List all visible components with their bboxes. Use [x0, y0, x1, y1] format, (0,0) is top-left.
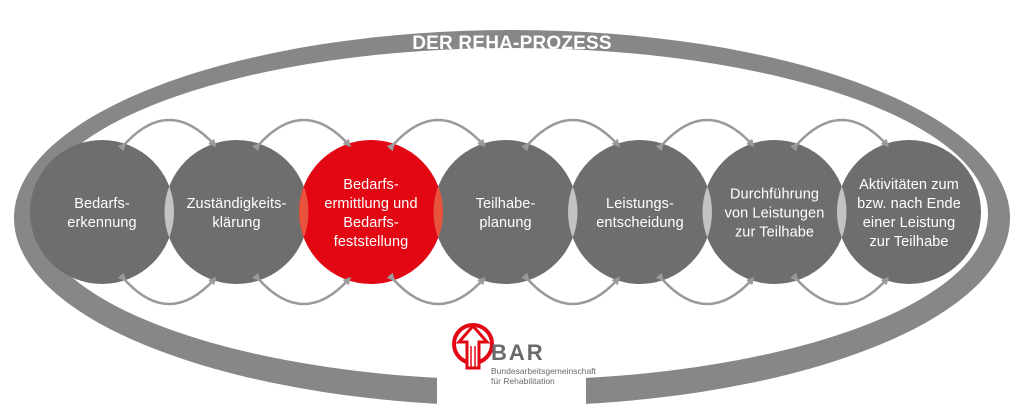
step-label-line: Durchführung: [729, 186, 820, 203]
step-label-line: einer Leistung: [862, 215, 956, 231]
step-arrows: [117, 118, 890, 306]
step-label-5: Leistungs-entscheidung: [570, 195, 710, 233]
step-label-line: Bedarfs-: [343, 215, 399, 231]
step-label-line: von Leistungen: [724, 205, 825, 222]
step-circles: [30, 140, 981, 284]
bar-logo: BAR Bundesarbeitsgemeinschaft für Rehabi…: [447, 318, 597, 398]
step-label-4: Teilhabe-planung: [436, 195, 576, 233]
step-circle-2: [164, 140, 309, 284]
bottom-arrow-icon: [252, 272, 352, 306]
bottom-arrow-icon: [655, 272, 755, 306]
step-circle-3: [299, 140, 443, 284]
logo-line-2: für Rehabilitation: [491, 376, 555, 386]
step-label-line: entscheidung: [596, 215, 684, 231]
step-label-line: zur Teilhabe: [734, 224, 815, 241]
bottom-arrow-icon: [521, 272, 621, 306]
step-label-line: Leistungs-: [606, 196, 674, 212]
step-circle-1: [30, 140, 174, 284]
step-label-line: erkennung: [67, 215, 137, 231]
overlap-lens-5: [702, 186, 713, 238]
overlap-lens-2: [299, 186, 309, 238]
step-label-line: Zuständigkeits-: [186, 196, 287, 212]
overlap-lens-6: [837, 186, 847, 238]
step-label-line: Teilhabe-: [475, 196, 536, 212]
step-label-6: Durchführung von Leistungen zur Teilhabe: [705, 186, 845, 243]
step-circle-7: [837, 140, 981, 284]
logo-line-1: Bundesarbeitsgemeinschaft: [491, 366, 596, 376]
step-label-1: Bedarfs-erkennung: [32, 195, 172, 233]
top-arrow-icon: [117, 118, 217, 152]
step-label-line: zur Teilhabe: [869, 234, 949, 250]
top-arrow-icon: [655, 118, 755, 152]
bottom-arrow-icon: [386, 272, 486, 306]
top-arrow-icon: [790, 118, 890, 152]
top-arrow-icon: [252, 118, 352, 152]
overlap-lens-4: [568, 186, 578, 238]
step-label-line: feststellung: [333, 234, 409, 250]
step-circle-4: [433, 140, 578, 284]
logo-fullname: Bundesarbeitsgemeinschaft für Rehabilita…: [491, 366, 596, 386]
step-label-line: Aktivitäten zum: [859, 177, 959, 193]
overlap-lens-3: [433, 186, 444, 238]
top-arrow-icon: [521, 118, 621, 152]
logo-abbreviation: BAR: [491, 340, 545, 365]
step-label-line: ermittlung und: [324, 196, 418, 212]
step-label-2: Zuständigkeits-klärung: [167, 195, 307, 233]
bottom-arrow-icon: [790, 272, 890, 306]
top-arrow-icon: [386, 118, 486, 152]
bar-logo-icon: [452, 323, 494, 370]
step-label-7: Aktivitäten zum bzw. nach Ende einer Leist…: [839, 176, 979, 252]
diagram-title: DER REHA-PROZESS: [412, 33, 612, 54]
step-circle-6: [702, 140, 847, 284]
step-circle-5: [568, 140, 712, 284]
step-label-line: klärung: [212, 215, 261, 231]
step-label-line: planung: [479, 215, 532, 231]
overlap-lens-1: [164, 186, 174, 238]
bottom-arrow-icon: [117, 272, 217, 306]
step-label-line: Bedarfs-: [74, 196, 130, 212]
step-overlaps: [164, 186, 847, 238]
step-label-line: Bedarfs-: [343, 177, 399, 193]
step-label-line: bzw. nach Ende: [857, 196, 961, 212]
